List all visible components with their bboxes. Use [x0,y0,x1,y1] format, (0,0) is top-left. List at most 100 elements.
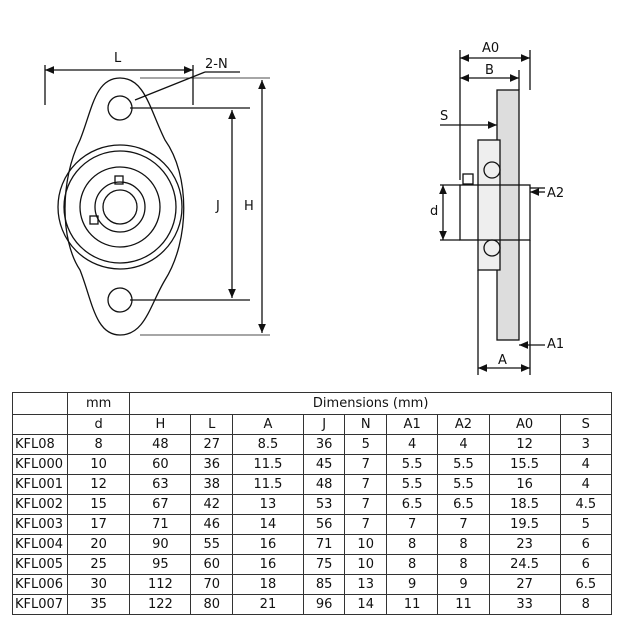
value-cell: 24.5 [488,554,561,575]
value-cell: 96 [302,594,346,615]
value-cell: 4.5 [559,494,613,515]
value-cell: 11.5 [232,474,304,495]
value-cell: 48 [302,474,346,495]
value-cell: 7 [385,514,439,535]
model-cell: KFL000 [12,454,68,475]
value-cell: 4 [559,474,613,495]
value-cell: 7 [344,474,387,495]
value-cell: 27 [190,434,233,455]
value-cell: 75 [302,554,346,575]
value-cell: 21 [232,594,304,615]
column-header: d [66,414,131,435]
unit-header: mm [66,392,131,415]
value-cell: 23 [488,534,561,555]
value-cell: 60 [129,454,192,475]
label-A1: A1 [547,337,564,352]
value-cell: 5.5 [385,474,439,495]
value-cell: 9 [385,574,439,595]
value-cell: 25 [66,554,131,575]
label-A2: A2 [547,186,564,201]
dimensions-header: Dimensions (mm) [129,392,612,415]
value-cell: 20 [66,534,131,555]
value-cell: 3 [559,434,613,455]
model-cell: KFL005 [12,554,68,575]
value-cell: 16 [488,474,561,495]
value-cell: 6.5 [559,574,613,595]
value-cell: 14 [232,514,304,535]
label-H: H [244,199,254,214]
column-header: A [232,414,304,435]
label-S: S [440,109,448,124]
value-cell: 13 [344,574,387,595]
column-header: A2 [437,414,490,435]
value-cell: 70 [190,574,233,595]
label-A0: A0 [482,41,499,56]
label-d: d [430,204,438,219]
model-cell: KFL003 [12,514,68,535]
value-cell: 7 [344,494,387,515]
value-cell: 71 [302,534,346,555]
value-cell: 36 [190,454,233,475]
value-cell: 15.5 [488,454,561,475]
value-cell: 10 [344,554,387,575]
value-cell: 11 [437,594,490,615]
label-B: B [485,63,494,78]
value-cell: 85 [302,574,346,595]
value-cell: 112 [129,574,192,595]
value-cell: 4 [437,434,490,455]
value-cell: 19.5 [488,514,561,535]
value-cell: 27 [488,574,561,595]
value-cell: 18 [232,574,304,595]
column-header: L [190,414,233,435]
value-cell: 38 [190,474,233,495]
value-cell: 46 [190,514,233,535]
value-cell: 5.5 [385,454,439,475]
label-J: J [215,199,220,214]
value-cell: 8.5 [232,434,304,455]
value-cell: 5.5 [437,474,490,495]
column-header: A1 [385,414,439,435]
value-cell: 12 [66,474,131,495]
column-header: H [129,414,192,435]
column-header: A0 [488,414,561,435]
value-cell: 90 [129,534,192,555]
corner-cell [12,392,68,415]
value-cell: 12 [488,434,561,455]
value-cell: 6 [559,534,613,555]
value-cell: 5.5 [437,454,490,475]
corner-cell [12,414,68,435]
value-cell: 16 [232,534,304,555]
column-header: S [559,414,613,435]
value-cell: 8 [437,534,490,555]
value-cell: 4 [559,454,613,475]
value-cell: 56 [302,514,346,535]
value-cell: 53 [302,494,346,515]
value-cell: 35 [66,594,131,615]
value-cell: 55 [190,534,233,555]
value-cell: 13 [232,494,304,515]
value-cell: 8 [437,554,490,575]
model-cell: KFL08 [12,434,68,455]
model-cell: KFL007 [12,594,68,615]
model-cell: KFL004 [12,534,68,555]
model-cell: KFL002 [12,494,68,515]
value-cell: 33 [488,594,561,615]
value-cell: 95 [129,554,192,575]
technical-drawing: L 2-N J H A0 B S A2 d A1 A [44,41,564,375]
side-view [439,50,545,375]
label-L: L [114,51,122,66]
value-cell: 8 [559,594,613,615]
value-cell: 30 [66,574,131,595]
value-cell: 122 [129,594,192,615]
value-cell: 63 [129,474,192,495]
value-cell: 7 [344,454,387,475]
header-row: mm Dimensions (mm) [12,392,612,415]
value-cell: 7 [437,514,490,535]
